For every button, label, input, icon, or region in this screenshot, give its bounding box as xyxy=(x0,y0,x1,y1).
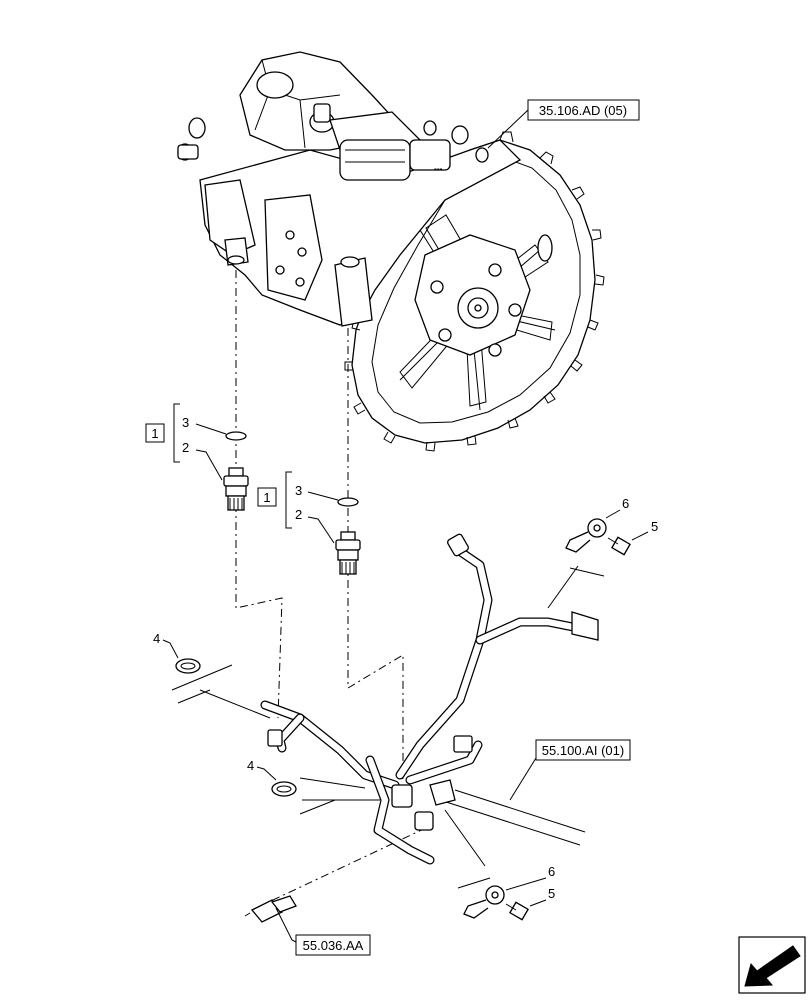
callout-6-upper: 6 xyxy=(622,496,629,511)
pressure-switch-left xyxy=(223,467,249,511)
p-clamp-lower xyxy=(463,885,505,919)
svg-text:▪▪▪: ▪▪▪ xyxy=(434,165,443,174)
pump-body: ▪▪▪ xyxy=(177,51,522,327)
callout-4-upper: 4 xyxy=(153,631,160,646)
right-part-group: 1 3 2 xyxy=(257,471,361,575)
harness-reference-callout[interactable]: 55.100.AI (01) xyxy=(509,739,631,801)
callout-6-lower: 6 xyxy=(548,864,555,879)
grommet-lower xyxy=(271,781,297,797)
pump-reference-label: 35.106.AD (05) xyxy=(539,103,627,118)
clamp-group-lower: 6 5 xyxy=(444,809,555,921)
clamp-group-upper: 6 5 xyxy=(547,496,658,609)
group-bracket-left xyxy=(173,403,180,463)
arrow-down-left-icon[interactable] xyxy=(738,936,806,994)
flywheel-housing xyxy=(344,131,605,452)
bolt-upper xyxy=(607,536,631,556)
callout-5-lower: 5 xyxy=(548,886,555,901)
pump-reference-callout[interactable]: 35.106.AD (05) xyxy=(487,99,640,149)
wiring-harness xyxy=(260,533,599,865)
group-box-left[interactable]: 1 xyxy=(145,423,165,443)
harness-reference-label: 55.100.AI (01) xyxy=(542,743,624,758)
left-part-group: 1 3 2 xyxy=(145,403,249,511)
bolt-lower xyxy=(505,901,529,921)
sensor-reference-label: 55.036.AA xyxy=(303,938,364,953)
p-clamp-upper xyxy=(565,518,607,553)
group-box-left-label: 1 xyxy=(151,426,158,441)
sensor-reference-callout[interactable]: 55.036.AA xyxy=(295,934,371,956)
o-ring-right xyxy=(337,497,359,507)
callout-5-upper: 5 xyxy=(651,519,658,534)
grommet-group-lower: 4 xyxy=(247,758,380,815)
o-ring-left xyxy=(225,431,247,441)
group-box-right-label: 1 xyxy=(263,490,270,505)
group-box-right[interactable]: 1 xyxy=(257,487,277,507)
callout-4-lower: 4 xyxy=(247,758,254,773)
pressure-switch-right xyxy=(335,531,361,575)
grommet-upper xyxy=(175,658,201,674)
group-bracket-right xyxy=(285,471,292,529)
grommet-group-upper: 4 xyxy=(153,631,271,719)
temperature-sensor xyxy=(244,895,301,945)
callout-2-right: 2 xyxy=(295,507,302,522)
callout-2-left: 2 xyxy=(182,440,189,455)
hydraulic-pump-assembly: ▪▪▪ xyxy=(177,51,605,452)
callout-3-right: 3 xyxy=(295,483,302,498)
callout-3-left: 3 xyxy=(182,415,189,430)
